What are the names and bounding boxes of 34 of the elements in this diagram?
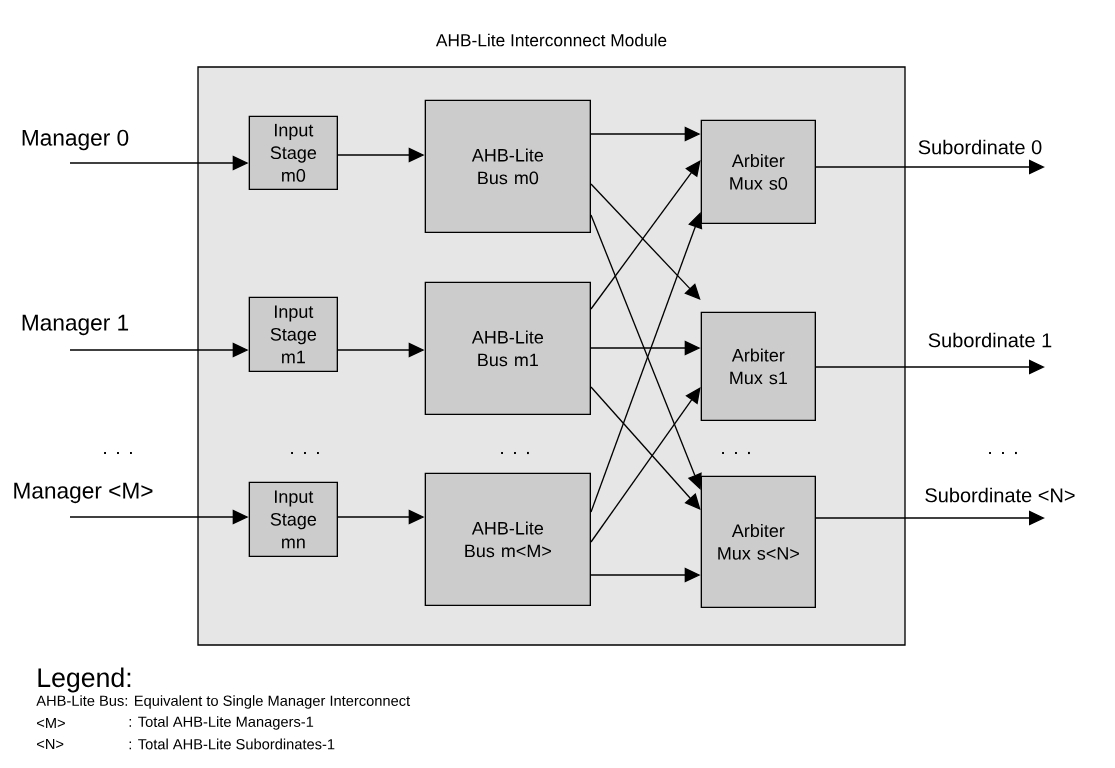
arrow xyxy=(590,386,701,510)
arbiter-box: Arbiter Mux s<N> xyxy=(700,475,816,608)
edge-label: Manager 0 xyxy=(22,129,129,151)
edge-label: Subordinate 0 xyxy=(918,139,1042,155)
edge-label: Manager 1 xyxy=(22,314,129,336)
arrow xyxy=(590,183,701,300)
edge-label: Subordinate <N> xyxy=(925,487,1075,503)
ellipsis: . . . xyxy=(722,451,750,455)
arrow xyxy=(590,387,701,543)
legend-text: AHB-Lite Bus: Equivalent to Single Manager Interconnect xyxy=(36,695,411,709)
arbiter-box: Arbiter Mux s0 xyxy=(700,119,816,224)
arrow xyxy=(815,510,1045,526)
edge-label: Subordinate 1 xyxy=(928,332,1052,348)
ellipsis: . . . xyxy=(291,451,319,455)
bus-box: AHB-Lite Bus m<M> xyxy=(424,472,591,606)
ellipsis: . . . xyxy=(104,451,132,455)
ellipsis: . . . xyxy=(501,451,529,455)
input-stage-box: Input Stage m0 xyxy=(248,115,338,190)
legend-text: <N> xyxy=(37,738,64,750)
legend-heading: Legend: xyxy=(38,667,131,693)
ellipsis: . . . xyxy=(989,451,1017,455)
input-stage-box: Input Stage mn xyxy=(248,481,338,557)
arrow xyxy=(590,160,701,310)
legend-text: <M> xyxy=(37,717,65,729)
edge-label: Manager <M> xyxy=(14,482,153,504)
arrow xyxy=(815,159,1045,175)
arrow xyxy=(815,359,1045,375)
input-stage-box: Input Stage m1 xyxy=(248,296,338,372)
legend-text: : Total AHB-Lite Subordinates-1 xyxy=(129,738,335,750)
legend-text: : Total AHB-Lite Managers-1 xyxy=(129,716,314,730)
bus-box: AHB-Lite Bus m0 xyxy=(424,99,591,233)
bus-box: AHB-Lite Bus m1 xyxy=(424,281,591,415)
module-title: AHB-Lite Interconnect Module xyxy=(435,33,667,47)
arbiter-box: Arbiter Mux s1 xyxy=(700,311,816,421)
